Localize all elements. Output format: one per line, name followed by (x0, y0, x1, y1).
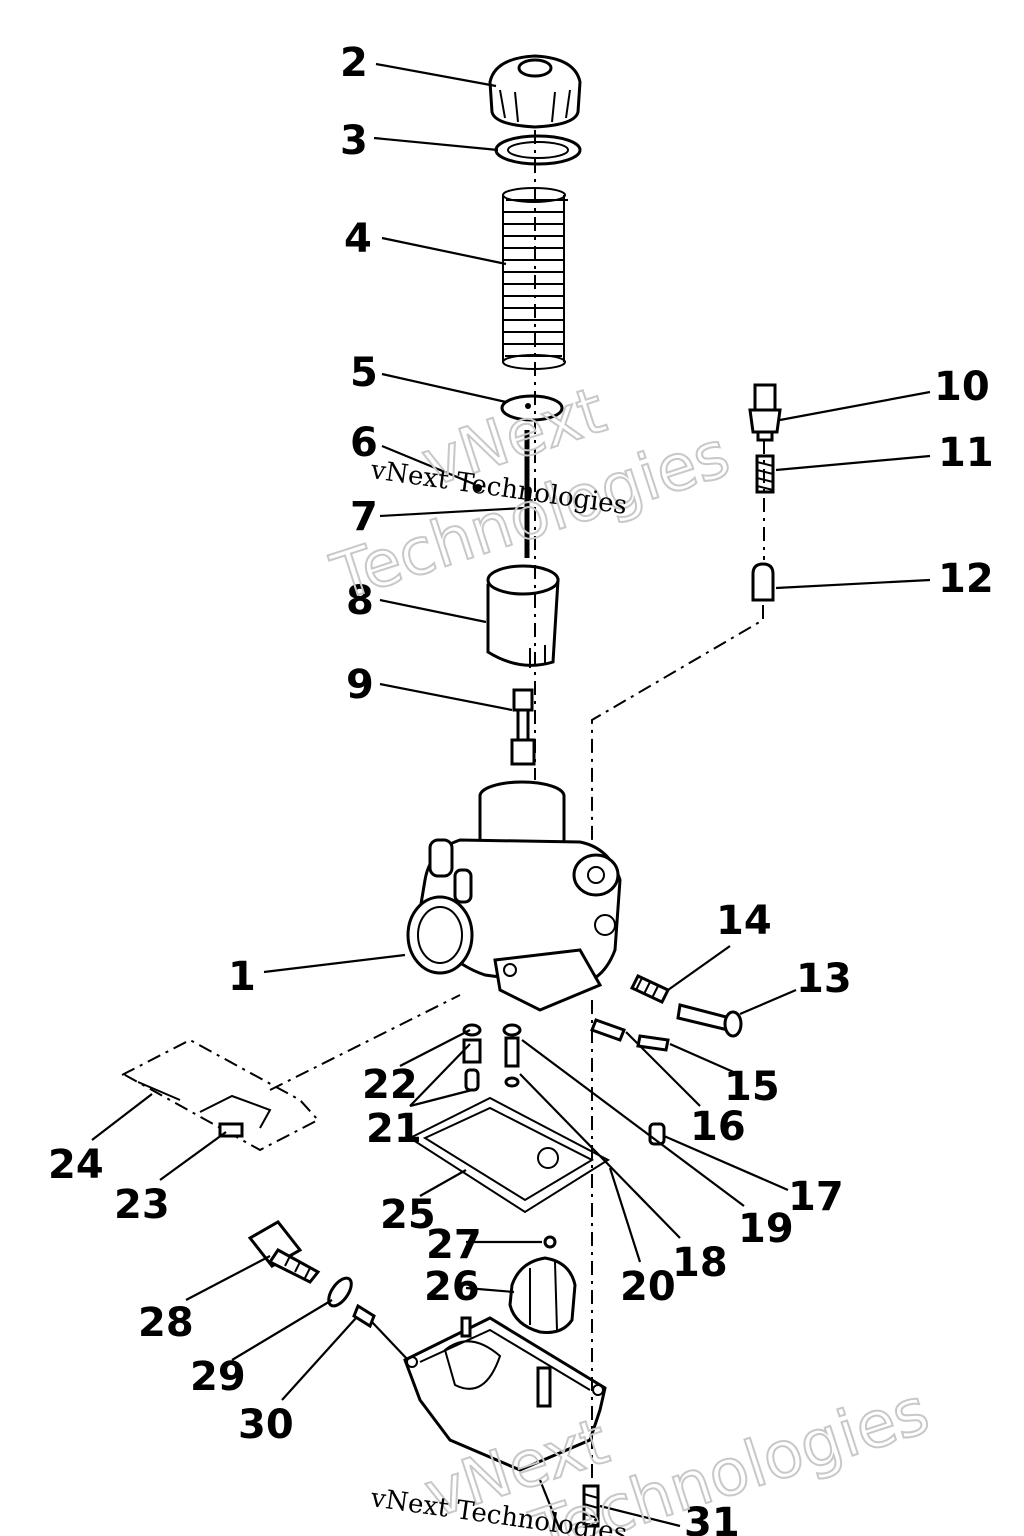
part-1-carburetor-body (406, 780, 622, 1012)
callout-1: 1 (228, 954, 256, 1000)
callout-15: 15 (724, 1064, 780, 1110)
callout-7: 7 (350, 494, 378, 540)
callout-5: 5 (350, 350, 378, 396)
callout-18: 18 (672, 1240, 728, 1286)
part-29-washer (327, 1276, 353, 1308)
part-28-drain-bolt (247, 1220, 321, 1284)
callout-4: 4 (344, 216, 372, 262)
part-9-needle-jet (510, 688, 536, 766)
part-19-main-jet (502, 1023, 522, 1088)
part-7-jet-needle (474, 430, 530, 558)
callout-11: 11 (938, 430, 994, 476)
part-4-spring (502, 187, 568, 370)
callout-3: 3 (340, 118, 368, 164)
part-31-screw (582, 1484, 600, 1528)
callout-2: 2 (340, 40, 368, 86)
callout-24: 24 (48, 1142, 104, 1188)
callout-12: 12 (938, 556, 994, 602)
callout-29: 29 (190, 1354, 246, 1400)
part-25-bowl-gasket (407, 1096, 611, 1214)
callout-19: 19 (738, 1206, 794, 1252)
part-14-spring (629, 974, 671, 1004)
callout-6: 6 (350, 420, 378, 466)
part-12-plunger (751, 562, 775, 602)
part-float-bowl (403, 1316, 607, 1472)
leader-lines (91, 62, 931, 1531)
callout-28: 28 (138, 1300, 194, 1346)
callout-27: 27 (426, 1222, 482, 1268)
callout-16: 16 (690, 1104, 746, 1150)
callout-21: 21 (366, 1106, 422, 1152)
callout-9: 9 (346, 662, 374, 708)
callout-14: 14 (716, 898, 772, 944)
part-27-needle-valve (543, 1235, 557, 1249)
callout-22: 22 (362, 1062, 418, 1108)
part-3-gasket-ring (494, 134, 582, 166)
part-21-pilot-jet (462, 1023, 482, 1092)
callout-10: 10 (934, 364, 990, 410)
part-10-fitting (748, 383, 782, 442)
callout-13: 13 (796, 956, 852, 1002)
callout-31: 31 (684, 1500, 740, 1536)
part-5-retainer-plate (500, 394, 564, 422)
part-13-air-screw (676, 1003, 743, 1038)
callout-17: 17 (788, 1174, 844, 1220)
part-2-cap (488, 54, 582, 129)
callout-26: 26 (424, 1264, 480, 1310)
part-26-float (508, 1256, 577, 1334)
callout-30: 30 (238, 1402, 294, 1448)
part-30-small-jet (352, 1303, 376, 1329)
callout-20: 20 (620, 1264, 676, 1310)
assembly-line-12 (591, 605, 764, 870)
part-8-throttle-slide (486, 564, 560, 668)
callout-labels: 2 3 4 5 6 7 8 9 10 11 12 1 13 14 15 16 1… (48, 40, 994, 1536)
part-15-idle-screw (590, 1018, 670, 1052)
callout-23: 23 (114, 1182, 170, 1228)
callout-25: 25 (380, 1192, 436, 1238)
callout-8: 8 (346, 578, 374, 624)
